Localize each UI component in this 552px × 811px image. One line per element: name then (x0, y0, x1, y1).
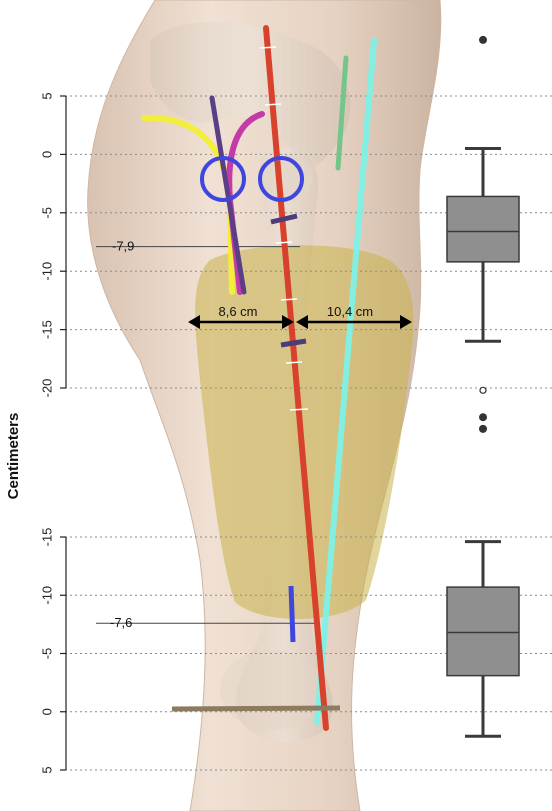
tick-label: 0 (39, 151, 54, 158)
outlier-point (480, 387, 486, 393)
boxplot-upper (447, 36, 519, 433)
box-iqr (447, 587, 519, 676)
outlier-point (479, 425, 487, 433)
measurement-label-left: 8,6 cm (218, 304, 257, 319)
y-axis-label: Centimeters (5, 413, 22, 500)
tick-label: -5 (39, 648, 54, 660)
tick-label: -15 (39, 320, 54, 339)
outlier-point (479, 36, 487, 44)
target-zone (195, 245, 413, 619)
measurement-label-right: 10,4 cm (327, 304, 373, 319)
tick-label: -5 (39, 207, 54, 219)
outlier-point (479, 413, 487, 421)
blue-knee-mark (291, 586, 293, 642)
tick-label: 5 (39, 92, 54, 99)
tick-label: -10 (39, 262, 54, 281)
box-iqr (447, 196, 519, 261)
reference-label-upper: -7,9 (112, 239, 134, 254)
boxplots (447, 36, 519, 736)
tick-label: -10 (39, 586, 54, 605)
knee-joint (220, 650, 324, 730)
knee-joint-line (172, 708, 340, 709)
tick-label: -15 (39, 528, 54, 547)
tick-label: -20 (39, 379, 54, 398)
reference-label-lower: -7,6 (110, 615, 132, 630)
tick-label: 5 (39, 766, 54, 773)
y-axes: 5 0 -5 -10 -15 -20 -15 -10 -5 0 5 (39, 92, 66, 773)
boxplot-lower (447, 542, 519, 737)
tick-label: 0 (39, 708, 54, 715)
